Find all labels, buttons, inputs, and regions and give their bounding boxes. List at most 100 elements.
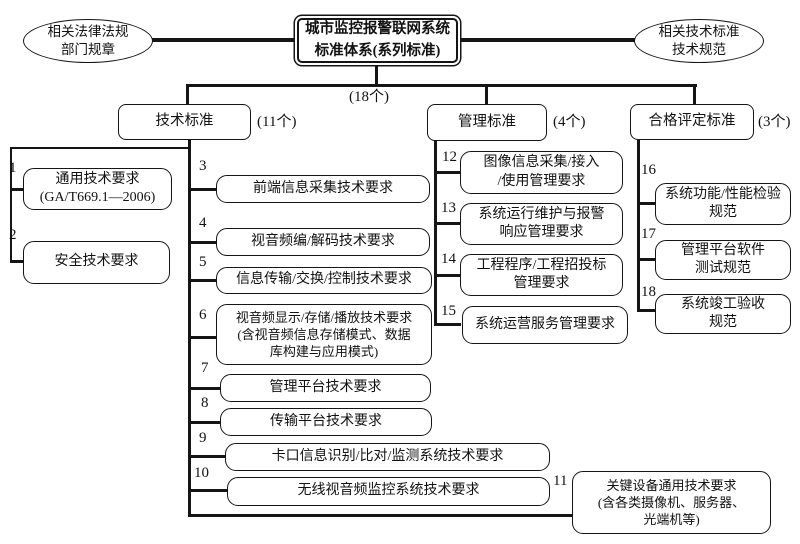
connector-line [190, 421, 220, 424]
connector-line [190, 188, 217, 191]
item-text: (GA/T669.1—2006) [39, 190, 156, 205]
branch-label: 技术标准 [155, 113, 214, 130]
root-title-text: 城市监控报警联网系统 [305, 21, 450, 38]
branch-count-tech: (11个) [257, 114, 297, 130]
branch-count-conformity: (3个) [758, 114, 791, 130]
connector-line [151, 38, 297, 42]
connector-line [639, 202, 655, 205]
item-number: 12 [442, 149, 457, 165]
connector-line [190, 279, 217, 282]
connector-line [436, 274, 461, 277]
connector-line [485, 86, 488, 105]
item-box-14: 工程程序/工程招投标 管理要求 [460, 254, 623, 296]
item-text: 管理平台技术要求 [269, 379, 382, 395]
item-text: 规范 [709, 315, 737, 330]
item-number: 14 [441, 251, 456, 267]
right-ellipse-node: 相关技术标准 技术规范 [634, 19, 764, 63]
connector-line [639, 258, 655, 261]
item-box-8: 传输平台技术要求 [220, 408, 432, 436]
connector-line [10, 188, 24, 191]
item-number: 3 [199, 158, 207, 174]
item-box-11: 关键设备通用技术要求 (含各类摄像机、服务器、 光端机等) [572, 471, 771, 534]
connector-line [190, 336, 217, 339]
item-text: 卡口信息识别/比对/监测系统技术要求 [271, 448, 504, 464]
left-ellipse-node: 相关法律法规 部门规章 [23, 19, 153, 63]
item-number: 2 [9, 227, 17, 243]
item-box-15: 系统运营服务管理要求 [462, 306, 628, 344]
item-box-12: 图像信息采集/接入 /使用管理要求 [460, 151, 623, 194]
connector-line [190, 489, 227, 492]
spine-left [188, 139, 191, 517]
branch-label: 合格评定标准 [648, 113, 736, 130]
item-box-18: 系统竣工验收 规范 [655, 294, 791, 334]
item-box-7: 管理平台技术要求 [220, 374, 431, 402]
item-text: 系统运行维护与报警 [478, 206, 605, 222]
connector-line [10, 147, 12, 263]
item-number: 7 [201, 360, 209, 376]
connector-line [10, 147, 189, 149]
left-ellipse-text: 部门规章 [61, 42, 115, 57]
item-number: 5 [199, 254, 207, 270]
item-text: 管理平台软件 [681, 242, 765, 258]
item-text: 光端机等) [643, 512, 700, 528]
right-ellipse-text: 相关技术标准 [658, 23, 740, 39]
connector-line [190, 455, 225, 458]
spine-middle [434, 140, 437, 326]
connector-line [639, 309, 655, 312]
item-text: 系统功能/性能检验 [665, 186, 781, 202]
item-text: 前端信息采集技术要求 [253, 180, 393, 196]
item-text: 图像信息采集/接入 [483, 155, 600, 171]
branch-label: 管理标准 [458, 113, 516, 130]
connector-line [436, 323, 461, 326]
item-text: 系统运营服务管理要求 [475, 316, 615, 332]
item-text: 视音频编/解码技术要求 [251, 233, 395, 249]
item-number: 17 [641, 226, 656, 242]
item-text: 测试规范 [695, 261, 751, 276]
connector-line [375, 64, 378, 87]
item-text: /使用管理要求 [497, 173, 586, 189]
item-text: 系统竣工验收 [681, 296, 765, 312]
connector-line [436, 222, 461, 225]
item-box-2: 安全技术要求 [23, 241, 170, 284]
item-number: 13 [441, 200, 456, 216]
item-box-16: 系统功能/性能检验 规范 [655, 183, 791, 225]
connector-line [186, 86, 189, 105]
branch-count-mgmt: (4个) [553, 114, 586, 130]
item-text: (含视音频信息存储模式、数据 [237, 326, 411, 342]
item-text: 安全技术要求 [54, 254, 139, 270]
item-box-5: 信息传输/交换/控制技术要求 [216, 267, 432, 294]
item-text: 库构建与应用模式) [269, 344, 379, 360]
item-number: 4 [199, 215, 207, 231]
item-box-10: 无线视音频监控系统技术要求 [227, 477, 550, 506]
connector-line [190, 241, 217, 244]
connector-line [188, 514, 574, 517]
branch-box-tech: 技术标准 [118, 104, 251, 140]
branch-box-mgmt: 管理标准 [427, 104, 547, 141]
item-text: 视音频显示/存储/播放技术要求 [235, 309, 413, 325]
item-number: 9 [199, 430, 207, 446]
item-box-4: 视音频编/解码技术要求 [216, 228, 430, 256]
item-box-3: 前端信息采集技术要求 [216, 175, 430, 203]
item-box-1: 通用技术要求 (GA/T669.1—2006) [23, 168, 172, 210]
right-ellipse-text: 技术规范 [672, 42, 726, 57]
total-count-label: (18个) [349, 89, 389, 105]
connector-line [693, 86, 696, 105]
root-title-text: 标准体系(系列标准) [314, 42, 441, 59]
item-text: 工程程序/工程招投标 [476, 257, 607, 273]
branch-box-conformity: 合格评定标准 [630, 104, 754, 140]
connector-line [436, 171, 461, 174]
item-number: 1 [9, 160, 17, 176]
connector-line [10, 260, 24, 263]
connector-line [459, 38, 635, 42]
item-box-9: 卡口信息识别/比对/监测系统技术要求 [225, 443, 550, 471]
spine-right [637, 140, 640, 312]
item-number: 11 [553, 473, 568, 489]
item-box-6: 视音频显示/存储/播放技术要求 (含视音频信息存储模式、数据 库构建与应用模式) [216, 304, 432, 365]
item-number: 8 [201, 395, 209, 411]
item-number: 15 [441, 303, 456, 319]
item-text: 响应管理要求 [499, 225, 584, 240]
item-text: 规范 [709, 205, 737, 220]
left-ellipse-text: 相关法律法规 [47, 23, 129, 39]
item-number: 18 [641, 284, 656, 300]
